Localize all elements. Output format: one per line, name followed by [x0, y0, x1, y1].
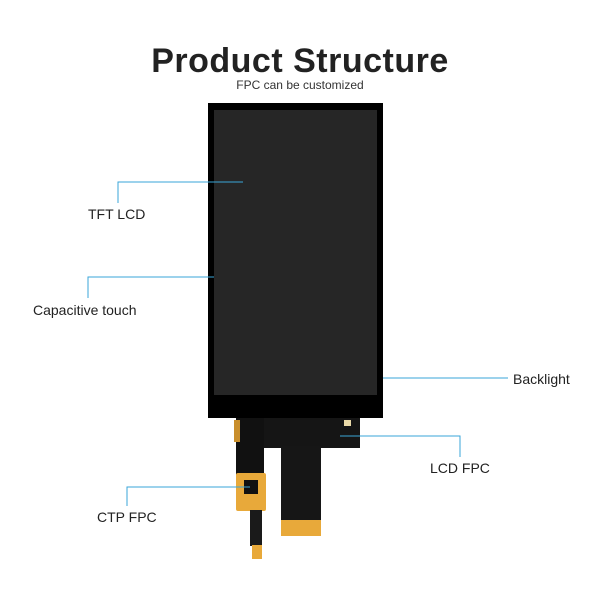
- label-tft-lcd: TFT LCD: [88, 206, 146, 222]
- ctp-fpc-leader-line: [126, 486, 250, 506]
- ctp-chip: [244, 480, 258, 494]
- label-capacitive-touch: Capacitive touch: [33, 302, 137, 318]
- lcd-fpc: [264, 418, 360, 536]
- lcd-screen: [214, 110, 377, 395]
- label-lcd-fpc: LCD FPC: [430, 460, 490, 476]
- ctp-fpc: [234, 418, 266, 559]
- label-ctp-fpc: CTP FPC: [97, 509, 157, 525]
- tft-lcd-leader-line: [117, 181, 243, 203]
- page-title: Product Structure: [151, 42, 449, 80]
- page-subtitle: FPC can be customized: [236, 78, 364, 92]
- capacitive-touch-leader-line: [87, 276, 214, 298]
- label-backlight: Backlight: [513, 371, 570, 387]
- lcd-fpc-leader-line: [340, 435, 461, 457]
